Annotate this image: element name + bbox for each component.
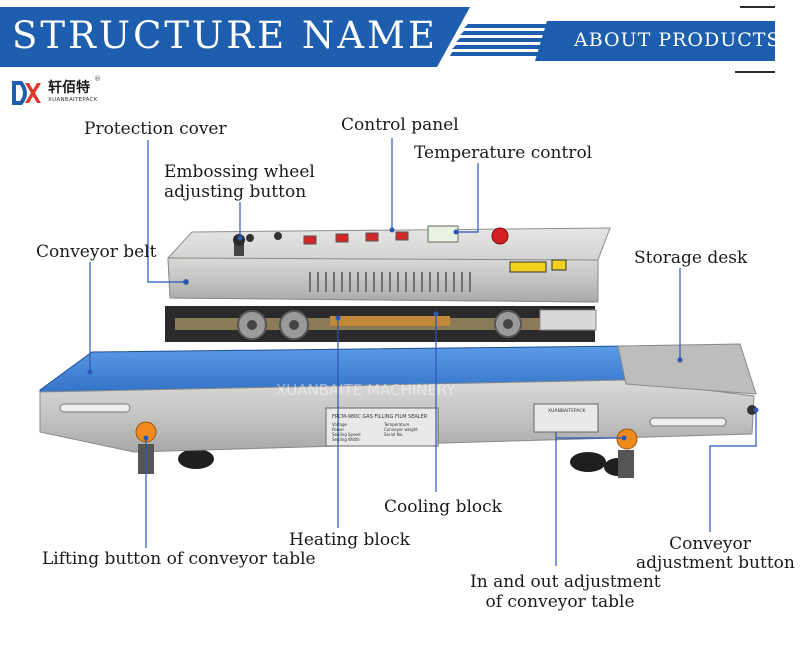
spec-plate-row: Power bbox=[332, 427, 344, 432]
about-products-link[interactable]: ABOUT PRODUCTS bbox=[574, 29, 781, 51]
label-temperature-control: Temperature control bbox=[414, 143, 593, 163]
leader-dots bbox=[87, 227, 759, 441]
label-conveyor-belt: Conveyor belt bbox=[36, 242, 157, 262]
label-lifting-button: Lifting button of conveyor table bbox=[42, 549, 316, 569]
label-conveyor-adjust-line2: adjustment button bbox=[636, 553, 795, 573]
header-top-rule bbox=[740, 6, 775, 8]
about-banner bbox=[535, 21, 775, 61]
label-inout-line1: In and out adjustment bbox=[470, 572, 661, 592]
brand-plate bbox=[533, 403, 599, 433]
watermark-text: XUANBAITE MACHINERY bbox=[276, 381, 456, 399]
emergency-stop bbox=[491, 227, 509, 245]
label-conveyor-adjust-line1: Conveyor bbox=[669, 534, 751, 554]
logo-chinese-name: 轩佰特 bbox=[48, 80, 90, 96]
header-bottom-rule bbox=[735, 71, 775, 73]
spec-plate-row: Sealing Width bbox=[332, 437, 360, 442]
label-inout-line2: of conveyor table bbox=[485, 592, 635, 612]
header-banner bbox=[0, 7, 470, 67]
spec-plate-row: Conveyor weight bbox=[384, 427, 418, 432]
sealer-head bbox=[167, 225, 611, 303]
logo-english-name: XUANBAITEPACK bbox=[48, 97, 98, 103]
vent-slots bbox=[309, 272, 471, 292]
spec-plate-model: FRCM-980C GAS FILLING FILM SEALER bbox=[332, 414, 428, 420]
spec-plate-row: Voltage bbox=[332, 422, 348, 427]
header-stripes bbox=[450, 24, 558, 56]
label-control-panel: Control panel bbox=[341, 115, 459, 135]
leader-lines bbox=[89, 138, 757, 566]
logo-registered-mark: ® bbox=[94, 75, 101, 83]
control-switches bbox=[246, 231, 409, 245]
temperature-display bbox=[427, 225, 459, 243]
label-embossing-line1: Embossing wheel bbox=[164, 162, 315, 182]
spec-plate-row: Sealing Speed bbox=[332, 432, 361, 437]
label-cooling-block: Cooling block bbox=[384, 497, 502, 517]
belt-drive bbox=[165, 306, 597, 342]
brand-logo: 轩佰特 ® XUANBAITEPACK bbox=[10, 75, 130, 109]
page-title: STRUCTURE NAME bbox=[12, 14, 438, 57]
spec-plate-row: Temperature bbox=[383, 422, 410, 427]
machine-feet bbox=[178, 449, 632, 476]
logo-mark-icon bbox=[12, 81, 41, 105]
label-heating-block: Heating block bbox=[289, 530, 410, 550]
label-embossing-line2: adjusting button bbox=[164, 182, 307, 202]
label-protection-cover: Protection cover bbox=[84, 119, 227, 139]
spec-plate bbox=[325, 407, 439, 447]
label-storage-desk: Storage desk bbox=[634, 248, 748, 268]
spec-plate-row: Serial No. bbox=[384, 432, 403, 437]
conveyor-table bbox=[39, 343, 757, 478]
brand-plate-text: XUANBAITEPACK bbox=[548, 408, 586, 414]
